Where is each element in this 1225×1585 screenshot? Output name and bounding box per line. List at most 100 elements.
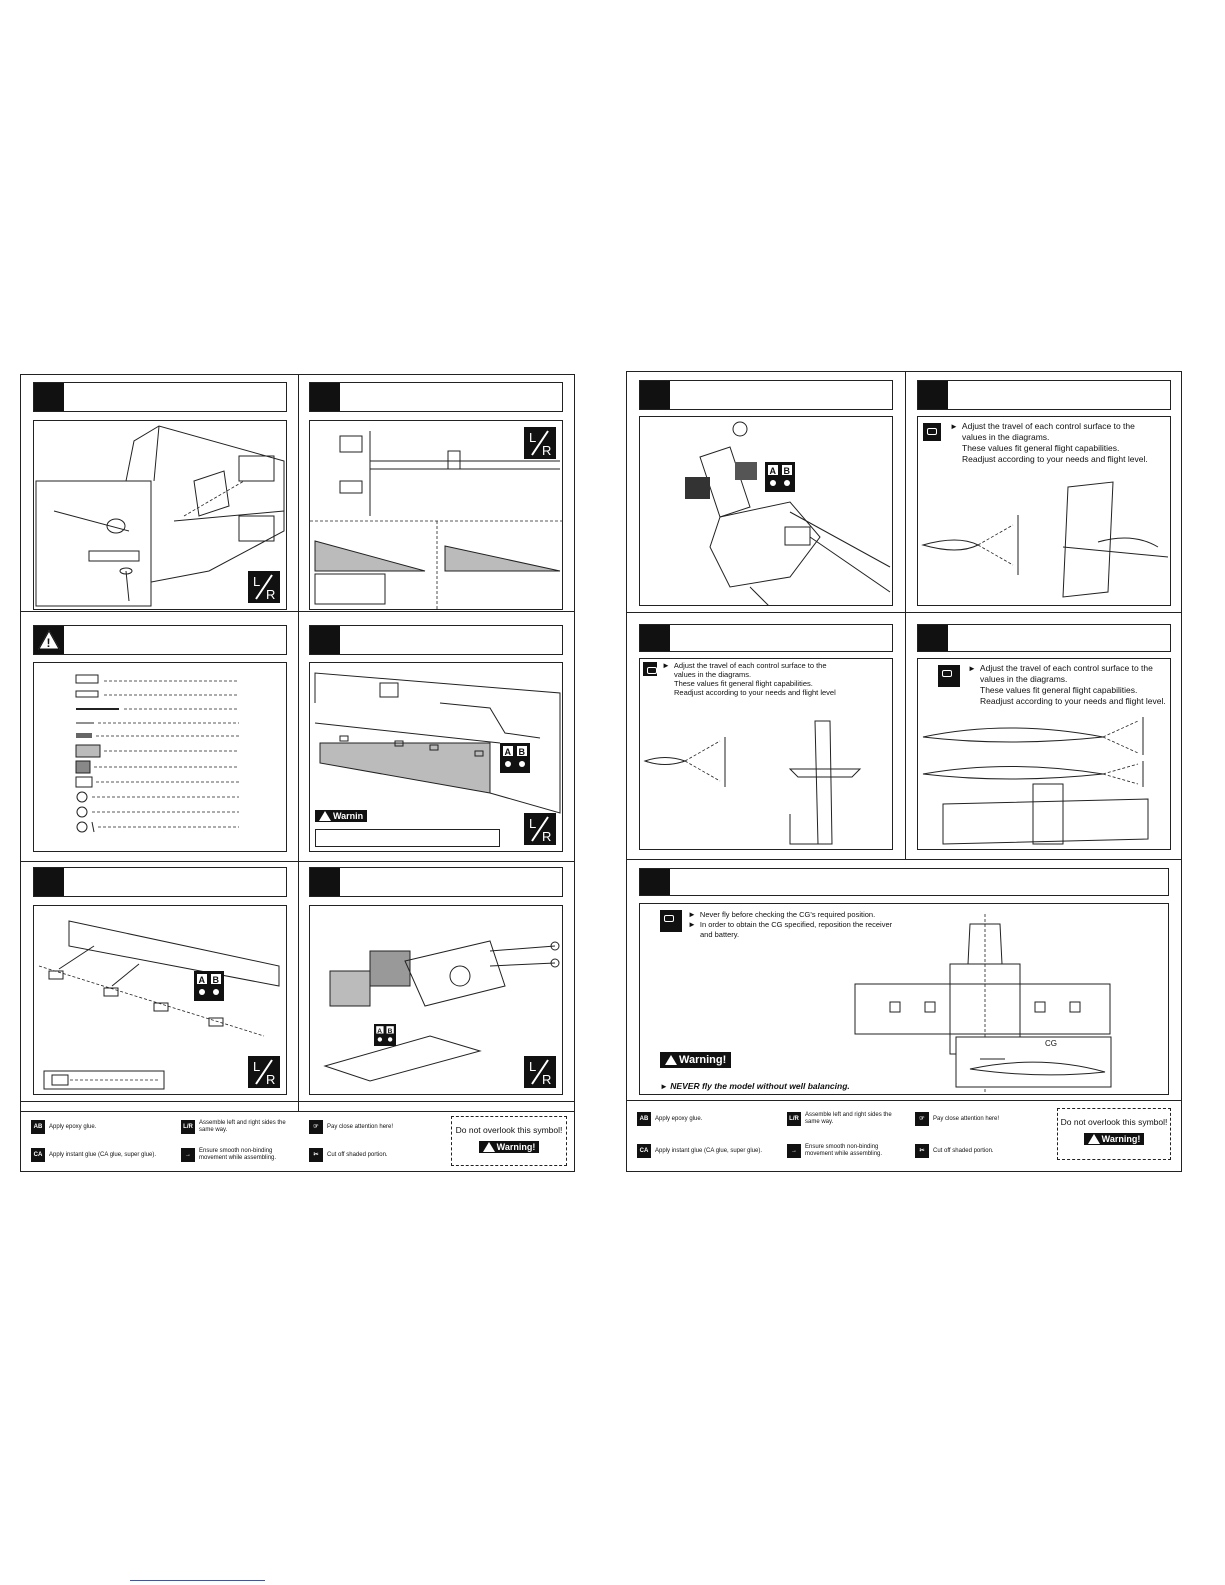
grid-divider-row2 [21, 861, 574, 862]
step-number-block [918, 625, 948, 651]
lr-icon: L/R [181, 1120, 195, 1134]
svg-text:!: ! [47, 636, 51, 650]
svg-text:B: B [213, 975, 220, 985]
step-header-cg [639, 868, 1169, 896]
grid-divider-vertical [298, 375, 299, 1111]
step-number-block [34, 868, 64, 896]
svg-text:L: L [529, 430, 536, 445]
legend-item-cut: ✂Cut off shaded portion. [915, 1144, 994, 1158]
dont-overlook-box: Do not overlook this symbol! Warning! [451, 1116, 567, 1166]
cg-warning: Warning! [660, 1052, 732, 1070]
step-number-block [640, 869, 670, 895]
svg-text:B: B [388, 1028, 393, 1035]
warning-badge: Warning! [660, 1052, 732, 1068]
linkage-drawing [310, 431, 562, 609]
legend-item-attention: ☞Pay close attention here! [915, 1112, 999, 1126]
lr-icon: L/R [787, 1112, 801, 1126]
travel-note: ►Adjust the travel of each control surfa… [662, 661, 836, 697]
step-header-hinges [33, 867, 287, 897]
dont-overlook-box: Do not overlook this symbol! Warning! [1057, 1108, 1171, 1160]
step-number-block [640, 381, 670, 409]
svg-text:L: L [529, 1059, 536, 1074]
horn-assembly-drawing [35, 425, 285, 607]
step-header-elevator [309, 625, 563, 655]
step-header-linkage [309, 382, 563, 412]
hand-icon: ☞ [915, 1112, 929, 1126]
dont-overlook-text: Do not overlook this symbol! [1060, 1117, 1168, 1127]
svg-text:A: A [505, 747, 512, 757]
step-header-servo [309, 867, 563, 897]
step-header-rudder-travel [917, 380, 1171, 410]
step-number-block [918, 381, 948, 409]
grid-divider-row3 [627, 1100, 1181, 1101]
travel-note: ►Adjust the travel of each control surfa… [968, 663, 1166, 706]
elevator-travel-drawing [643, 720, 862, 845]
legend-item-movement: →Ensure smooth non-binding movement whil… [787, 1144, 907, 1158]
warning-badge: Warnin [315, 810, 368, 822]
step-number-block [310, 383, 340, 411]
svg-text:R: R [266, 587, 275, 602]
warning-badge: Warning! [1083, 1133, 1145, 1145]
epoxy-icon: AB [637, 1112, 651, 1126]
step-header-engine [639, 380, 893, 410]
step-number-block [310, 868, 340, 896]
svg-text:R: R [542, 1072, 551, 1087]
cut-icon: ✂ [309, 1148, 323, 1162]
step-diagram-aileron-travel: ►Adjust the travel of each control surfa… [917, 658, 1171, 850]
step-header-aileron-travel [917, 624, 1171, 652]
svg-text:R: R [542, 829, 551, 844]
svg-text:A: A [199, 975, 206, 985]
hand-icon [660, 910, 682, 932]
hand-icon [938, 665, 960, 687]
legend-item-movement: →Ensure smooth non-binding movement whil… [181, 1148, 301, 1162]
svg-text:R: R [542, 443, 551, 458]
svg-text:R: R [266, 1072, 275, 1087]
never-fly-warning: ► NEVER fly the model without well balan… [660, 1081, 850, 1091]
svg-text:L: L [529, 816, 536, 831]
warning-triangle-icon: ! [34, 626, 64, 654]
legend-item-cut: ✂Cut off shaded portion. [309, 1148, 388, 1162]
step-diagram-elevator-travel: ►Adjust the travel of each control surfa… [639, 658, 893, 850]
grid-divider-vertical [905, 372, 906, 859]
servo-mount-drawing [323, 940, 560, 1082]
parts-list-drawing [75, 674, 239, 833]
elevator-drawing [314, 672, 561, 814]
step-header-parts: ! [33, 625, 287, 655]
hinge-placement-drawing [38, 920, 280, 1090]
grid-divider-row1 [627, 612, 1181, 613]
footer-link-underline [130, 1580, 265, 1581]
cg-notes: ►Never fly before checking the CG's requ… [688, 910, 893, 939]
step-number-block [34, 383, 64, 411]
svg-text:B: B [519, 747, 526, 757]
step-diagram-cg: ►Never fly before checking the CG's requ… [639, 903, 1169, 1095]
hand-icon [643, 662, 657, 676]
step-number-block [310, 626, 340, 654]
aileron-travel-drawing [922, 717, 1149, 845]
step-number-block [640, 625, 670, 651]
svg-text:B: B [784, 466, 791, 476]
svg-text:L: L [253, 574, 260, 589]
hand-icon [923, 423, 941, 441]
epoxy-icon: AB [31, 1120, 45, 1134]
legend-item-attention: ☞Pay close attention here! [309, 1120, 393, 1134]
svg-text:A: A [377, 1028, 382, 1035]
ca-glue-icon: CA [31, 1148, 45, 1162]
svg-text:L: L [253, 1059, 260, 1074]
ca-glue-icon: CA [637, 1144, 651, 1158]
grid-divider-row3 [21, 1101, 574, 1102]
